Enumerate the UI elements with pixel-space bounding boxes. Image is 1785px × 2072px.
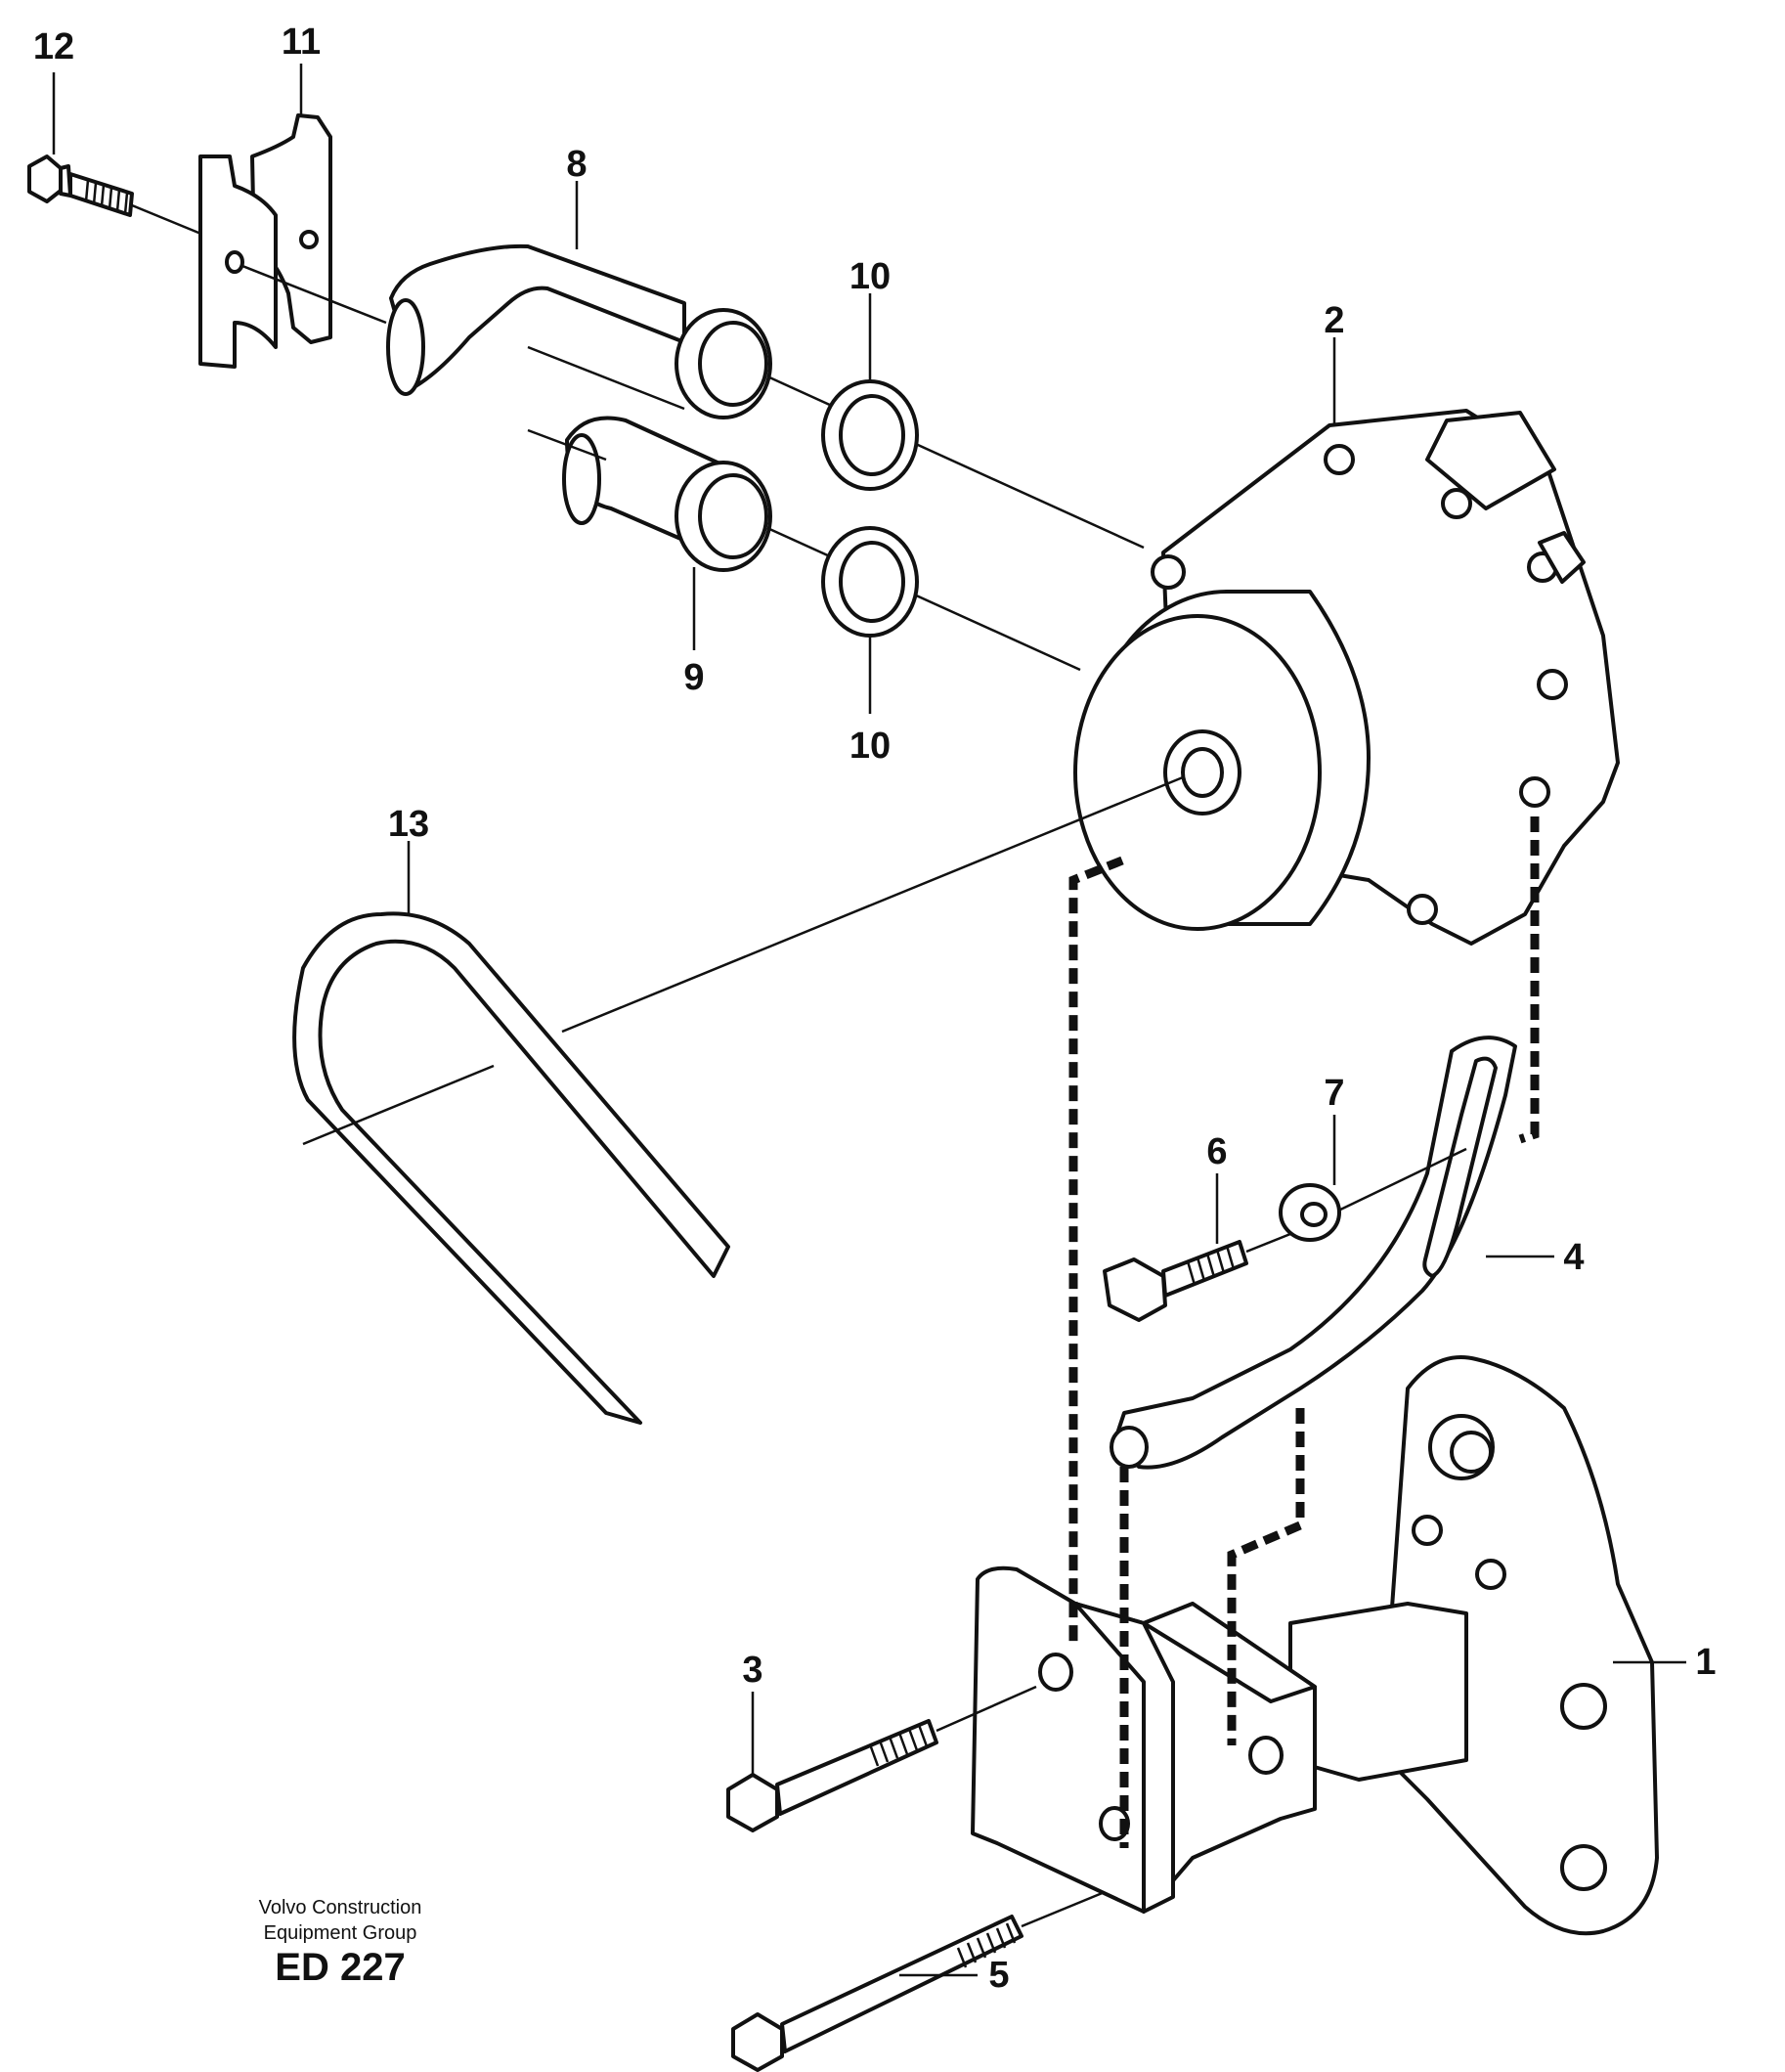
callout-6: 6 bbox=[1206, 1131, 1227, 1172]
callout-13: 13 bbox=[388, 804, 429, 845]
callout-10-lower: 10 bbox=[849, 726, 891, 767]
callout-12: 12 bbox=[33, 26, 74, 67]
callout-4: 4 bbox=[1563, 1237, 1584, 1278]
part-12-bolt bbox=[27, 154, 204, 237]
part-13-v-belt bbox=[292, 911, 730, 1425]
leader-lines bbox=[52, 64, 1554, 1977]
callout-1: 1 bbox=[1695, 1642, 1716, 1683]
part-10-seal-ring-upper bbox=[821, 379, 919, 491]
callout-5: 5 bbox=[988, 1955, 1009, 1996]
drawing-code: ED 227 bbox=[275, 1946, 405, 1989]
part-11-bracket bbox=[198, 113, 387, 369]
callout-8: 8 bbox=[566, 144, 587, 185]
part-4-adjusting-arm bbox=[1110, 1036, 1517, 1470]
part-2-water-pump bbox=[561, 409, 1620, 1034]
part-8-elbow-pipe bbox=[386, 243, 1145, 550]
callout-7: 7 bbox=[1324, 1073, 1344, 1114]
callout-10-upper: 10 bbox=[849, 256, 891, 297]
part-5-bolt bbox=[731, 1890, 1106, 2072]
callout-2: 2 bbox=[1324, 300, 1344, 341]
publisher-line-2: Equipment Group bbox=[264, 1922, 417, 1944]
callout-labels: 12 11 8 10 2 9 10 13 7 6 4 1 3 5 bbox=[33, 22, 1717, 1996]
callout-3: 3 bbox=[742, 1650, 762, 1691]
part-7-washer bbox=[1279, 1183, 1341, 1242]
part-10-seal-ring-lower bbox=[821, 526, 919, 638]
part-9-straight-pipe bbox=[527, 416, 1081, 672]
publisher-line-1: Volvo Construction bbox=[259, 1897, 422, 1918]
part-6-bolt bbox=[1103, 1232, 1291, 1322]
footer-block: Volvo Construction Equipment Group ED 22… bbox=[259, 1897, 422, 1989]
callout-9: 9 bbox=[683, 657, 704, 698]
callout-11: 11 bbox=[282, 22, 321, 63]
assembly-guide-lines bbox=[1068, 816, 1540, 1848]
part-1-mounting-bracket bbox=[971, 1355, 1686, 1936]
